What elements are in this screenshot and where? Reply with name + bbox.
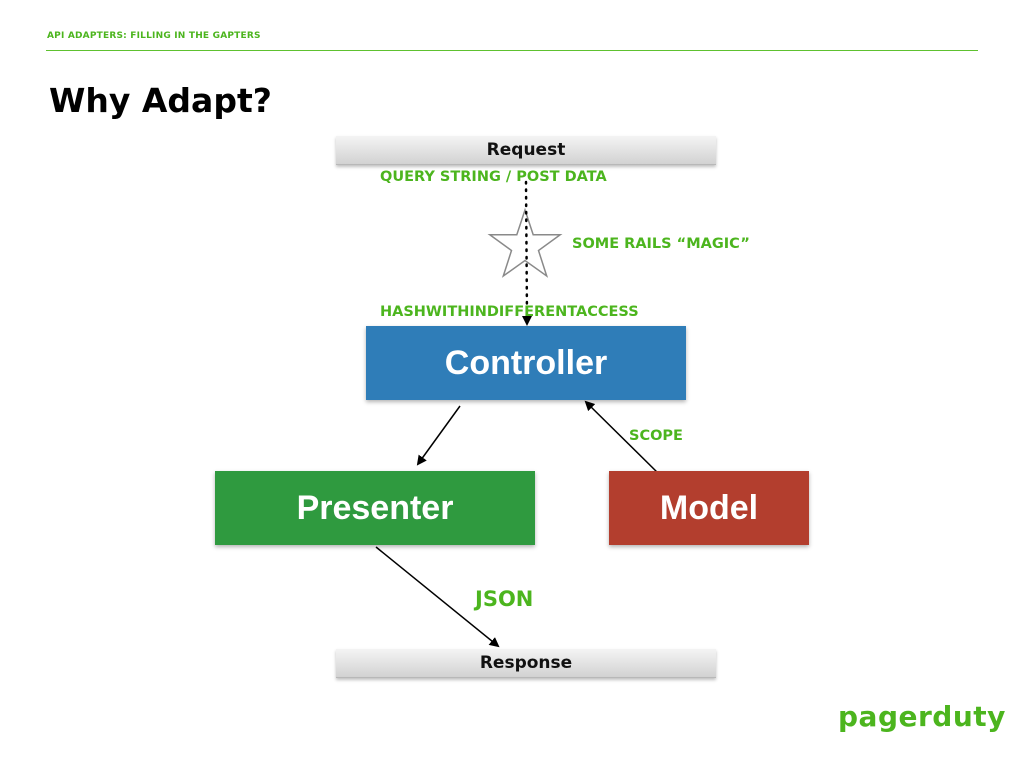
pagerduty-logo: pagerduty	[838, 700, 1006, 733]
edge-request-to-controller-arrowhead	[522, 316, 532, 326]
edge-request-to-controller	[524, 180, 529, 320]
query-string-annotation: QUERY STRING / POST DATA	[380, 169, 607, 185]
response-label: Response	[479, 653, 573, 673]
request-node: Request	[336, 136, 716, 165]
model-label: Model	[659, 488, 759, 527]
slide-title: Why Adapt?	[49, 81, 272, 120]
edge-model-to-controller	[584, 400, 663, 478]
json-annotation: JSON	[475, 587, 534, 611]
edge-controller-to-presenter	[416, 405, 461, 466]
controller-label: Controller	[444, 343, 608, 382]
section-header-label: API ADAPTERS: FILLING IN THE GAPTERS	[47, 31, 261, 41]
model-node: Model	[609, 471, 809, 545]
rails-magic-annotation: SOME RAILS “MAGIC”	[572, 236, 750, 252]
edge-presenter-to-response	[375, 546, 500, 648]
scope-annotation: SCOPE	[629, 428, 683, 444]
hash-annotation: HASHWITHINDIFFERENTACCESS	[380, 304, 639, 320]
response-node: Response	[336, 649, 716, 678]
presenter-label: Presenter	[296, 488, 454, 527]
star-icon	[487, 207, 563, 278]
presenter-node: Presenter	[215, 471, 535, 545]
request-label: Request	[486, 140, 566, 160]
controller-node: Controller	[366, 326, 686, 400]
header-divider	[46, 50, 978, 51]
